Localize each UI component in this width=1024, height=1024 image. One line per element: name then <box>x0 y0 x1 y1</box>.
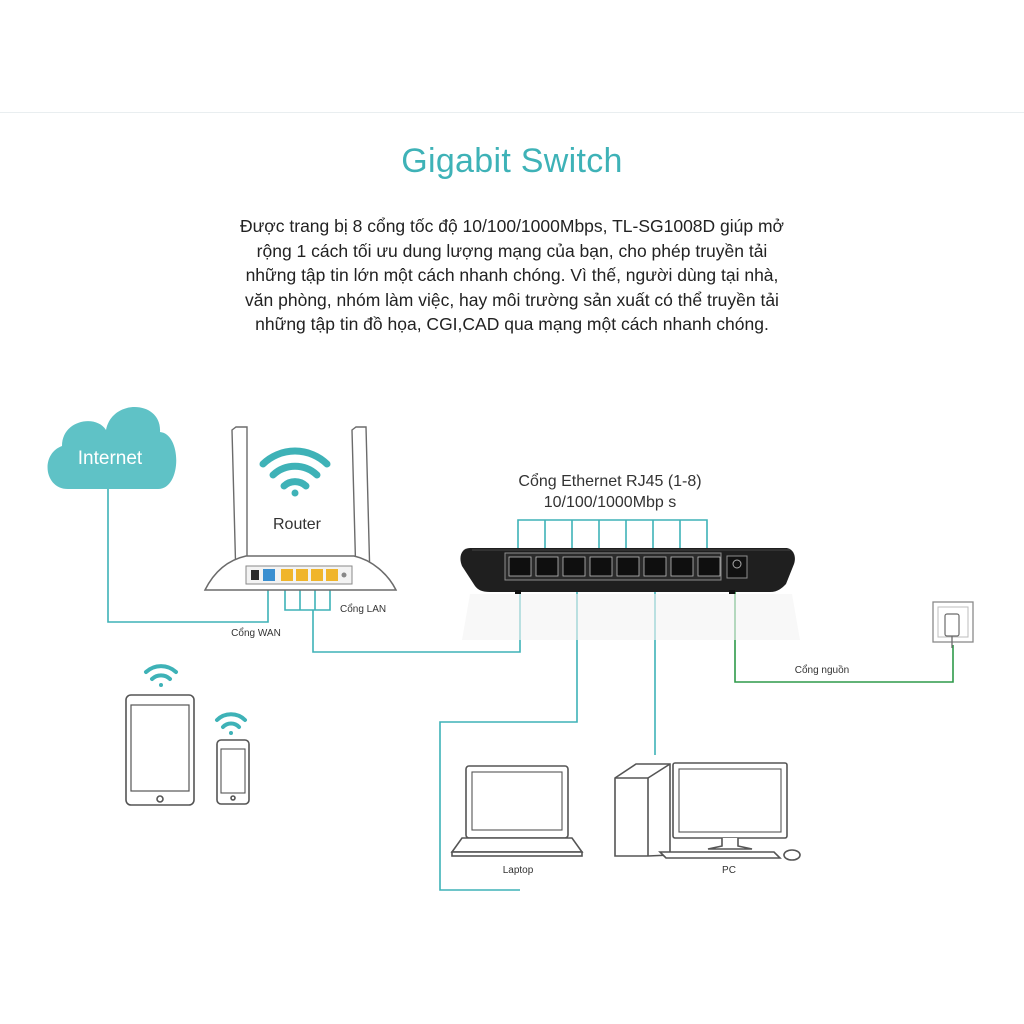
router-icon <box>203 426 398 591</box>
page-title: Gigabit Switch <box>401 142 623 180</box>
cloud-icon <box>47 406 177 489</box>
laptop-label: Laptop <box>503 865 534 876</box>
description-line: những tập tin lớn một cách nhanh chóng. … <box>245 265 779 285</box>
connection-lines <box>107 488 708 891</box>
switch-icon <box>460 548 800 640</box>
wifi-icon <box>144 664 178 687</box>
laptop-icon <box>450 765 584 857</box>
cloud-label: Internet <box>78 448 143 469</box>
lan-bracket <box>284 588 331 611</box>
power-port-label: Cổng nguồn <box>795 664 850 676</box>
switch-laptop-line <box>439 588 578 891</box>
description-line: văn phòng, nhóm làm việc, hay môi trường… <box>245 289 779 310</box>
wan-port-label: Cổng WAN <box>231 627 281 639</box>
wifi-icon <box>259 447 331 497</box>
router-label: Router <box>273 516 322 533</box>
switch-speed-label: 10/100/1000Mbp s <box>544 494 677 511</box>
power-outlet-icon <box>932 601 974 648</box>
pc-icon <box>614 762 801 861</box>
switch-ports-label: Cổng Ethernet RJ45 (1-8) <box>518 472 701 490</box>
wan-line <box>107 488 269 623</box>
description-line: rộng 1 cách tối ưu dung lượng mạng của b… <box>256 240 768 261</box>
tablet-icon <box>125 694 195 806</box>
pc-label: PC <box>722 865 736 876</box>
description-line: những tập tin đồ họa, CGI,CAD qua mạng m… <box>255 314 769 334</box>
phone-icon <box>216 739 250 805</box>
ports-bracket <box>517 519 708 548</box>
description-line: Được trang bị 8 cổng tốc độ 10/100/1000M… <box>239 216 785 236</box>
lan-port-label: Cổng LAN <box>340 603 386 615</box>
description: Được trang bị 8 cổng tốc độ 10/100/1000M… <box>200 214 824 337</box>
wifi-icon <box>215 712 247 735</box>
